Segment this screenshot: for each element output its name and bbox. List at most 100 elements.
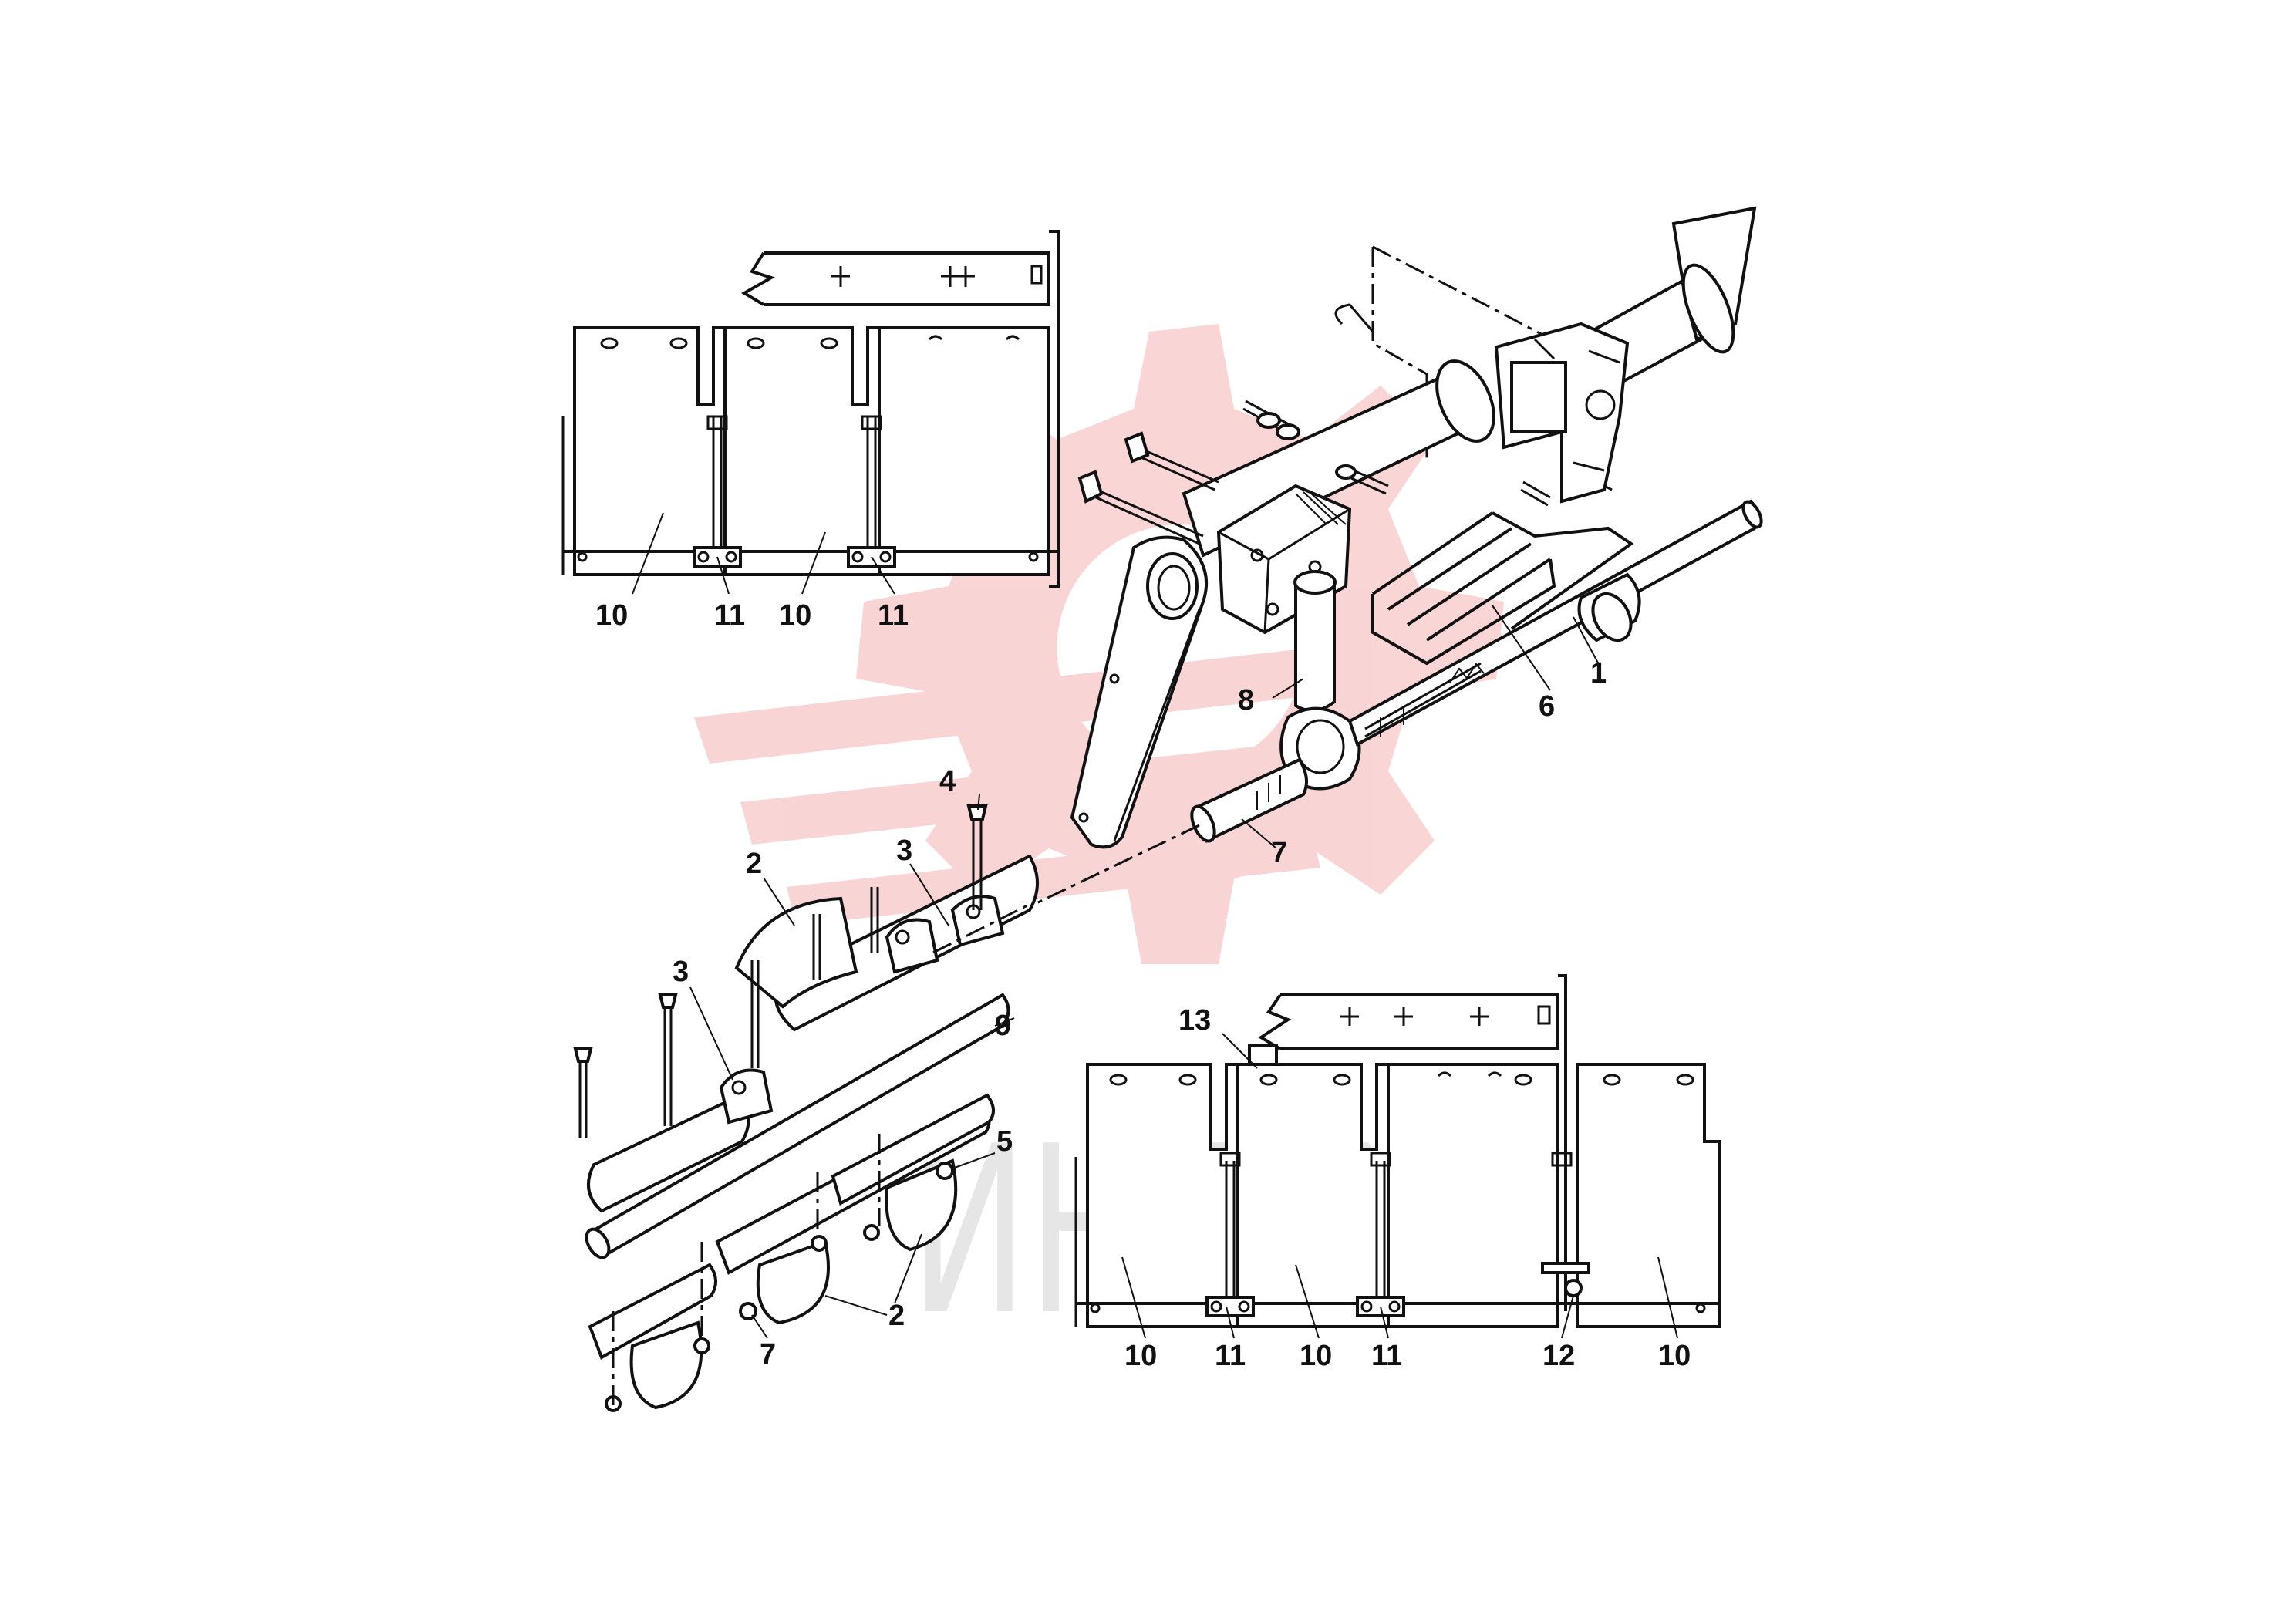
nut-5 [936, 1162, 954, 1180]
bolt-d [663, 1003, 673, 1126]
leader-3-mid [689, 986, 733, 1081]
gearbox-bolt-1 [1250, 548, 1264, 562]
br-rail-hole-1 [1090, 1303, 1101, 1313]
tl-beam-marks [831, 266, 975, 287]
br-rod-1 [1225, 1161, 1236, 1300]
swing-arm-edge [1113, 609, 1201, 841]
br-clamp-1 [1205, 1296, 1255, 1317]
tl-rail-hole-2 [1028, 551, 1039, 562]
tick-marks-main [1256, 706, 1404, 810]
br-pin-12 [1541, 1262, 1590, 1274]
br-hole-1 [1109, 1074, 1128, 1086]
bolt-e [578, 1057, 588, 1138]
tl-nut-2 [861, 415, 882, 430]
spring-coil [1449, 663, 1485, 683]
bracket-lines [1533, 338, 1620, 472]
callout-br-12: 12 [1542, 1340, 1575, 1372]
tl-leader-11a [716, 556, 730, 595]
blade-mount-left [588, 1263, 717, 1360]
tl-rod-1 [712, 416, 723, 548]
pin-right [1520, 481, 1551, 507]
bolt-upper-1 [1087, 484, 1204, 545]
swing-arm-hole-1 [1109, 673, 1120, 684]
swing-arm-hole-2 [1078, 812, 1089, 823]
cotter-pin [1334, 303, 1374, 332]
upper-tube-flange [1435, 359, 1495, 443]
nut-lower-3 [693, 1337, 710, 1354]
input-flange-face [1681, 263, 1735, 354]
nut-lower-2 [811, 1235, 828, 1252]
leader-5 [952, 1152, 996, 1169]
leader-7-main [1241, 818, 1277, 849]
swing-arm-bore-inner [1157, 565, 1191, 611]
tl-nut-1 [706, 415, 728, 430]
br-hole-7 [1676, 1074, 1694, 1086]
leader-8 [1272, 678, 1304, 699]
callout-4: 4 [939, 765, 956, 798]
leader-1 [1573, 616, 1601, 668]
auger-centerline [612, 901, 1034, 1408]
tl-beam-end [1049, 230, 1060, 588]
br-clamp-bolt-3 [1360, 1300, 1373, 1313]
washer-1 [1256, 412, 1281, 429]
collar-1-face [1591, 592, 1633, 642]
bolt-a [870, 887, 879, 953]
callout-9: 9 [995, 1010, 1011, 1042]
shock-absorber [1294, 575, 1336, 713]
br-rail-hole-2 [1695, 1303, 1706, 1313]
tl-rail-hole-1 [577, 551, 588, 562]
leader-7-bottom [751, 1314, 768, 1339]
tl-clamp-bolt-3 [851, 551, 864, 563]
tl-panel-3 [878, 326, 1050, 576]
blade-2-top [734, 896, 858, 1009]
br-leader-10b [1295, 1264, 1320, 1339]
tl-hole-3 [747, 337, 765, 349]
tl-beam-slot [1030, 265, 1043, 285]
callout-2-bottom: 2 [888, 1300, 905, 1332]
br-hole-2 [1178, 1074, 1197, 1086]
callout-br-10c: 10 [1658, 1340, 1691, 1372]
br-leader-12 [1561, 1295, 1574, 1339]
callout-3-top: 3 [896, 835, 912, 867]
br-leader-11b [1380, 1306, 1389, 1339]
tl-slot-marks [928, 335, 1020, 341]
callout-br-10a: 10 [1124, 1340, 1157, 1372]
callout-1: 1 [1590, 657, 1607, 690]
leader-2-bottom-b [894, 1233, 922, 1304]
callout-tl-11a: 11 [714, 599, 745, 632]
callout-br-11b: 11 [1371, 1340, 1402, 1372]
leader-6 [1492, 605, 1551, 691]
br-leader-11a [1226, 1306, 1235, 1339]
tl-leader-10b [801, 531, 826, 595]
blade-2-bottom-a [756, 1239, 830, 1325]
br-panel-4 [1576, 1063, 1721, 1328]
leader-4 [977, 794, 980, 811]
clamp-3-top-a [885, 918, 939, 974]
tl-beam [741, 251, 1050, 306]
callout-tl-10a: 10 [595, 599, 628, 632]
callout-br-10b: 10 [1300, 1340, 1332, 1372]
clamp-3-mid [719, 1068, 774, 1125]
watermark-swoosh-2 [740, 740, 1323, 845]
br-hole-6 [1603, 1074, 1621, 1086]
callout-5: 5 [996, 1125, 1013, 1158]
tl-hole-4 [820, 337, 838, 349]
br-nut-3 [1551, 1152, 1573, 1167]
bolt-upper-4 [1350, 469, 1389, 495]
washer-3 [1335, 464, 1357, 480]
auger-shaft-9 [592, 993, 1010, 1260]
callout-7-bottom: 7 [760, 1338, 776, 1371]
watermark-swoosh-3 [787, 829, 1320, 926]
callout-br-11a: 11 [1215, 1340, 1246, 1372]
br-clamp-bolt-2 [1238, 1300, 1250, 1313]
bolt-4-head [966, 804, 988, 821]
br-nut-2 [1370, 1152, 1391, 1167]
br-leader-10c [1657, 1256, 1678, 1339]
tl-leader-10a [632, 512, 664, 595]
inset-top-left [561, 230, 1060, 595]
br-panel-3 [1387, 1063, 1559, 1328]
gearbox-bolt-3 [1266, 602, 1279, 616]
tl-clamp-bolt-2 [725, 551, 737, 563]
washer-2 [1276, 423, 1300, 440]
